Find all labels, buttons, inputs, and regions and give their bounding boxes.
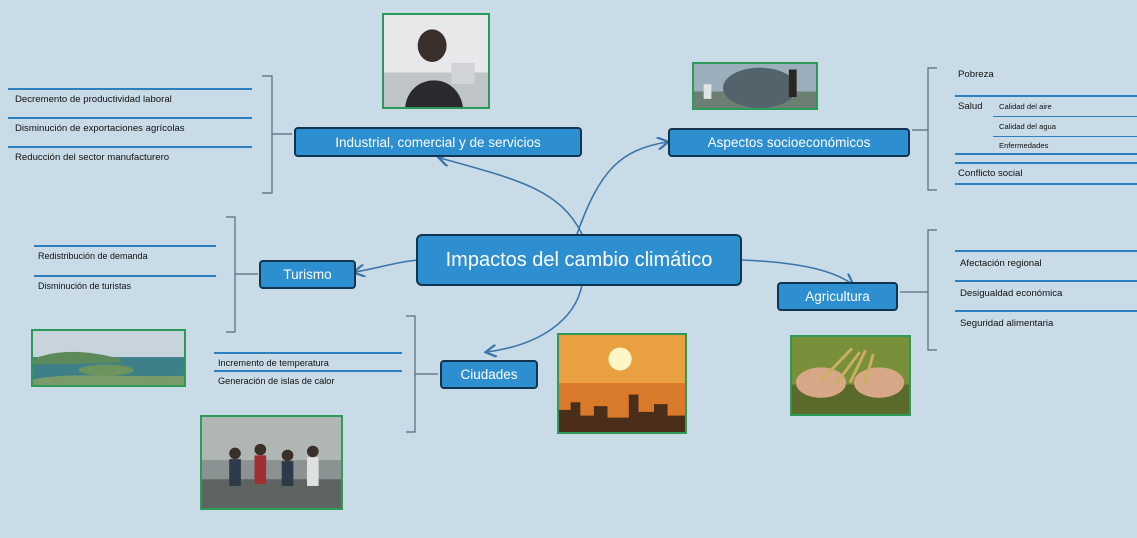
office-worker-photo bbox=[382, 13, 490, 109]
industrial-item: Decremento de productividad laboral bbox=[15, 94, 172, 105]
industry-photo bbox=[692, 62, 818, 110]
socio-rule bbox=[955, 95, 1137, 97]
central-node[interactable]: Impactos del cambio climático bbox=[416, 234, 742, 286]
agricultura-item: Desigualdad económica bbox=[960, 288, 1063, 299]
ciudades-node[interactable]: Ciudades bbox=[440, 360, 538, 389]
socio-salud-item: Calidad del aire bbox=[999, 102, 1052, 111]
socio-salud-item: Enfermedades bbox=[999, 141, 1049, 150]
central-node-label: Impactos del cambio climático bbox=[445, 248, 713, 271]
bracket-ciudades bbox=[406, 315, 438, 433]
socio-node[interactable]: Aspectos socioeconómicos bbox=[668, 128, 910, 157]
industrial-rule bbox=[8, 146, 252, 148]
bracket-agricultura bbox=[900, 229, 937, 351]
socio-subrule bbox=[993, 136, 1137, 137]
industrial-rule bbox=[8, 88, 252, 90]
industrial-item: Disminución de exportaciones agrícolas bbox=[15, 123, 185, 134]
turismo-node-label: Turismo bbox=[283, 267, 332, 282]
ciudades-rule bbox=[214, 352, 402, 354]
agricultura-rule bbox=[955, 310, 1137, 312]
agricultura-node[interactable]: Agricultura bbox=[777, 282, 898, 311]
socio-rule bbox=[955, 162, 1137, 164]
industrial-node[interactable]: Industrial, comercial y de servicios bbox=[294, 127, 582, 157]
protest-photo bbox=[200, 415, 343, 510]
connector-ciudades bbox=[487, 284, 583, 352]
ciudades-node-label: Ciudades bbox=[460, 367, 518, 382]
socio-salud: Salud bbox=[958, 101, 983, 112]
turismo-item: Redistribución de demanda bbox=[38, 251, 148, 261]
sun-city-photo bbox=[557, 333, 687, 434]
coast-photo bbox=[31, 329, 186, 387]
turismo-item: Disminución de turistas bbox=[38, 281, 132, 291]
agricultura-rule bbox=[955, 250, 1137, 252]
socio-subrule bbox=[993, 116, 1137, 117]
connector-socio bbox=[576, 142, 667, 235]
connector-turismo bbox=[355, 259, 419, 272]
rice-photo bbox=[790, 335, 911, 416]
socio-conflicto: Conflicto social bbox=[958, 168, 1023, 179]
bracket-socio bbox=[912, 67, 937, 191]
industrial-item: Reducción del sector manufacturero bbox=[15, 152, 170, 163]
turismo-rule bbox=[34, 245, 216, 247]
connector-industrial bbox=[440, 158, 583, 235]
ciudades-item: Incremento de temperatura bbox=[218, 358, 329, 368]
agricultura-item: Afectación regional bbox=[960, 258, 1042, 269]
industrial-rule bbox=[8, 117, 252, 119]
turismo-rule bbox=[34, 275, 216, 277]
agricultura-item: Seguridad alimentaria bbox=[960, 318, 1054, 329]
bracket-industrial bbox=[262, 75, 292, 194]
socio-pobreza: Pobreza bbox=[958, 69, 994, 80]
connector-agricultura bbox=[741, 259, 852, 284]
turismo-node[interactable]: Turismo bbox=[259, 260, 356, 289]
socio-node-label: Aspectos socioeconómicos bbox=[707, 135, 871, 150]
ciudades-item: Generación de islas de calor bbox=[218, 376, 335, 386]
agricultura-node-label: Agricultura bbox=[805, 289, 870, 304]
socio-rule bbox=[955, 183, 1137, 185]
socio-salud-item: Calidad del agua bbox=[999, 122, 1056, 131]
socio-rule bbox=[955, 153, 1137, 155]
industrial-node-label: Industrial, comercial y de servicios bbox=[335, 134, 541, 150]
bracket-turismo bbox=[226, 216, 258, 333]
ciudades-rule bbox=[214, 370, 402, 372]
agricultura-rule bbox=[955, 280, 1137, 282]
